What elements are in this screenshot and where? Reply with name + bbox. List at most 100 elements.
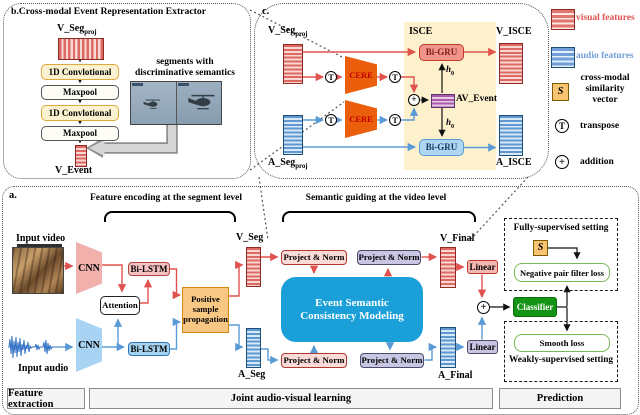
npf-loss-box: Negative pair filter loss [514, 263, 610, 282]
v-event-strip [75, 145, 87, 167]
label-base: V_Seg [57, 23, 85, 34]
segments-caption-line1: segments with [156, 57, 214, 67]
legend-audio-label: audio features [576, 51, 634, 61]
v-seg-label: V_Seg [236, 232, 264, 243]
label-sub: 0 [451, 123, 455, 130]
vseg-proj-label-c: V_Segproj [268, 25, 308, 38]
project-norm-audio-final: Project & Norm [360, 353, 424, 368]
frame-overlay-tag [132, 83, 143, 86]
aseg-proj-label-c: A_Segproj [268, 157, 308, 170]
vseg-proj-label-b: V_Segproj [57, 23, 97, 36]
label-sub: proj [84, 29, 97, 36]
conv1-box: 1D Convlotional [41, 64, 119, 80]
panel-c-border [254, 3, 549, 179]
legend-audio-swatch [551, 47, 575, 68]
escm-box: Event Semantic Consistency Modeling [281, 277, 423, 342]
label-sub: 0 [451, 70, 455, 77]
attention-box: Attention [100, 296, 140, 315]
project-norm-video-final: Project & Norm [357, 250, 421, 265]
label-sub: proj [295, 31, 308, 38]
legend-visual-label: visual features [576, 13, 635, 23]
v-final-label: V_Final [440, 233, 475, 244]
linear-audio-box: Linear [467, 340, 498, 354]
isce-title: ISCE [409, 26, 433, 37]
a-final-label: A_Final [438, 370, 473, 381]
project-norm-audio-seg: Project & Norm [281, 353, 347, 368]
bigru-top-box: Bi-GRU [419, 44, 464, 61]
psp-line2: sample [192, 304, 219, 315]
h0-label-bottom: h0 [446, 117, 455, 131]
bilstm-video-box: Bi-LSTM [128, 262, 170, 276]
audio-waveform [8, 335, 66, 359]
label-base: V_Seg [268, 25, 296, 36]
similarity-s-box: S [533, 240, 548, 256]
fully-supervised-box [504, 218, 618, 291]
header-segment-level: Feature encoding at the segment level [89, 193, 243, 203]
project-norm-video-seg: Project & Norm [281, 250, 347, 265]
helicopter-frame-2 [176, 82, 221, 124]
panel-a-label: a. [9, 190, 17, 201]
smooth-loss-box: Smooth loss [514, 334, 610, 352]
transpose-icon-2: T [389, 71, 401, 83]
panel-c-label: c. [262, 6, 270, 17]
input-video-label: Input video [16, 233, 66, 244]
h0-label-top: h0 [446, 64, 455, 78]
v-event-label: V_Event [55, 165, 93, 176]
a-final-strip [440, 327, 456, 368]
escm-line2: Consistency Modeling [300, 309, 404, 322]
vseg-proj-strip-c [283, 44, 303, 84]
helicopter-icon [187, 94, 214, 110]
video-thumbnail [12, 247, 64, 294]
panel-b-border [3, 3, 251, 179]
legend-transpose-label: transpose [580, 121, 620, 131]
v-isce-label: V_ISCE [496, 26, 532, 37]
panel-b-title: b.Cross-modal Event Representation Extra… [11, 6, 206, 17]
weakly-supervised-box [504, 321, 618, 382]
transpose-icon-3: T [325, 114, 337, 126]
maxpool2-box: Maxpool [41, 126, 119, 141]
psp-line1: Positive [191, 294, 220, 305]
header-video-level: Semantic guiding at the video level [305, 193, 447, 203]
bigru-bottom-box: Bi-GRU [419, 139, 464, 156]
weakly-supervised-title: Weakly-supervised setting [508, 355, 614, 365]
helicopter-frames [130, 81, 222, 125]
a-seg-label: A_Seg [238, 369, 266, 380]
bilstm-audio-box: Bi-LSTM [128, 342, 170, 356]
segments-caption-line2: discriminative semantics [134, 68, 235, 78]
transpose-icon-1: T [325, 71, 337, 83]
helicopter-frame-1 [131, 82, 177, 124]
footer-prediction: Prediction [499, 388, 621, 409]
footer-joint-learning: Joint audio-visual learning [89, 388, 493, 409]
legend-similarity-line2: similarity [585, 84, 625, 94]
escm-line1: Event Semantic [315, 296, 389, 309]
v-seg-strip [246, 247, 261, 287]
legend-visual-swatch [551, 9, 575, 30]
a-seg-strip [246, 328, 261, 368]
aseg-proj-strip-c [283, 115, 303, 155]
legend-similarity-line3: vector [592, 95, 618, 105]
input-audio-label: Input audio [18, 363, 69, 374]
v-isce-strip [499, 43, 523, 84]
legend-addition-label: addition [580, 157, 614, 167]
label-sub: proj [295, 163, 308, 170]
conv2-box: 1D Convlotional [41, 105, 119, 121]
fully-supervised-title: Fully-supervised setting [513, 223, 609, 233]
legend-similarity-swatch: S [552, 83, 569, 101]
transpose-icon-4: T [389, 114, 401, 126]
vseg-proj-strip-b [58, 38, 104, 60]
a-isce-label: A_ISCE [496, 157, 532, 168]
legend-similarity-line1: cross-modal [580, 73, 630, 83]
a-isce-strip [499, 115, 523, 156]
label-base: h [446, 64, 452, 74]
av-event-bar [431, 94, 455, 108]
av-event-label: AV_Event [456, 94, 497, 104]
video-level-bracket [282, 211, 476, 222]
maxpool1-box: Maxpool [41, 85, 119, 100]
helicopter-icon [143, 99, 161, 109]
psp-line3: propagation [183, 313, 228, 324]
cnn-audio-trapezoid: CNN [76, 318, 102, 372]
psp-box: Positive sample propagation [182, 287, 229, 333]
legend-transpose-icon: T [555, 119, 569, 133]
segment-level-bracket [104, 211, 236, 222]
